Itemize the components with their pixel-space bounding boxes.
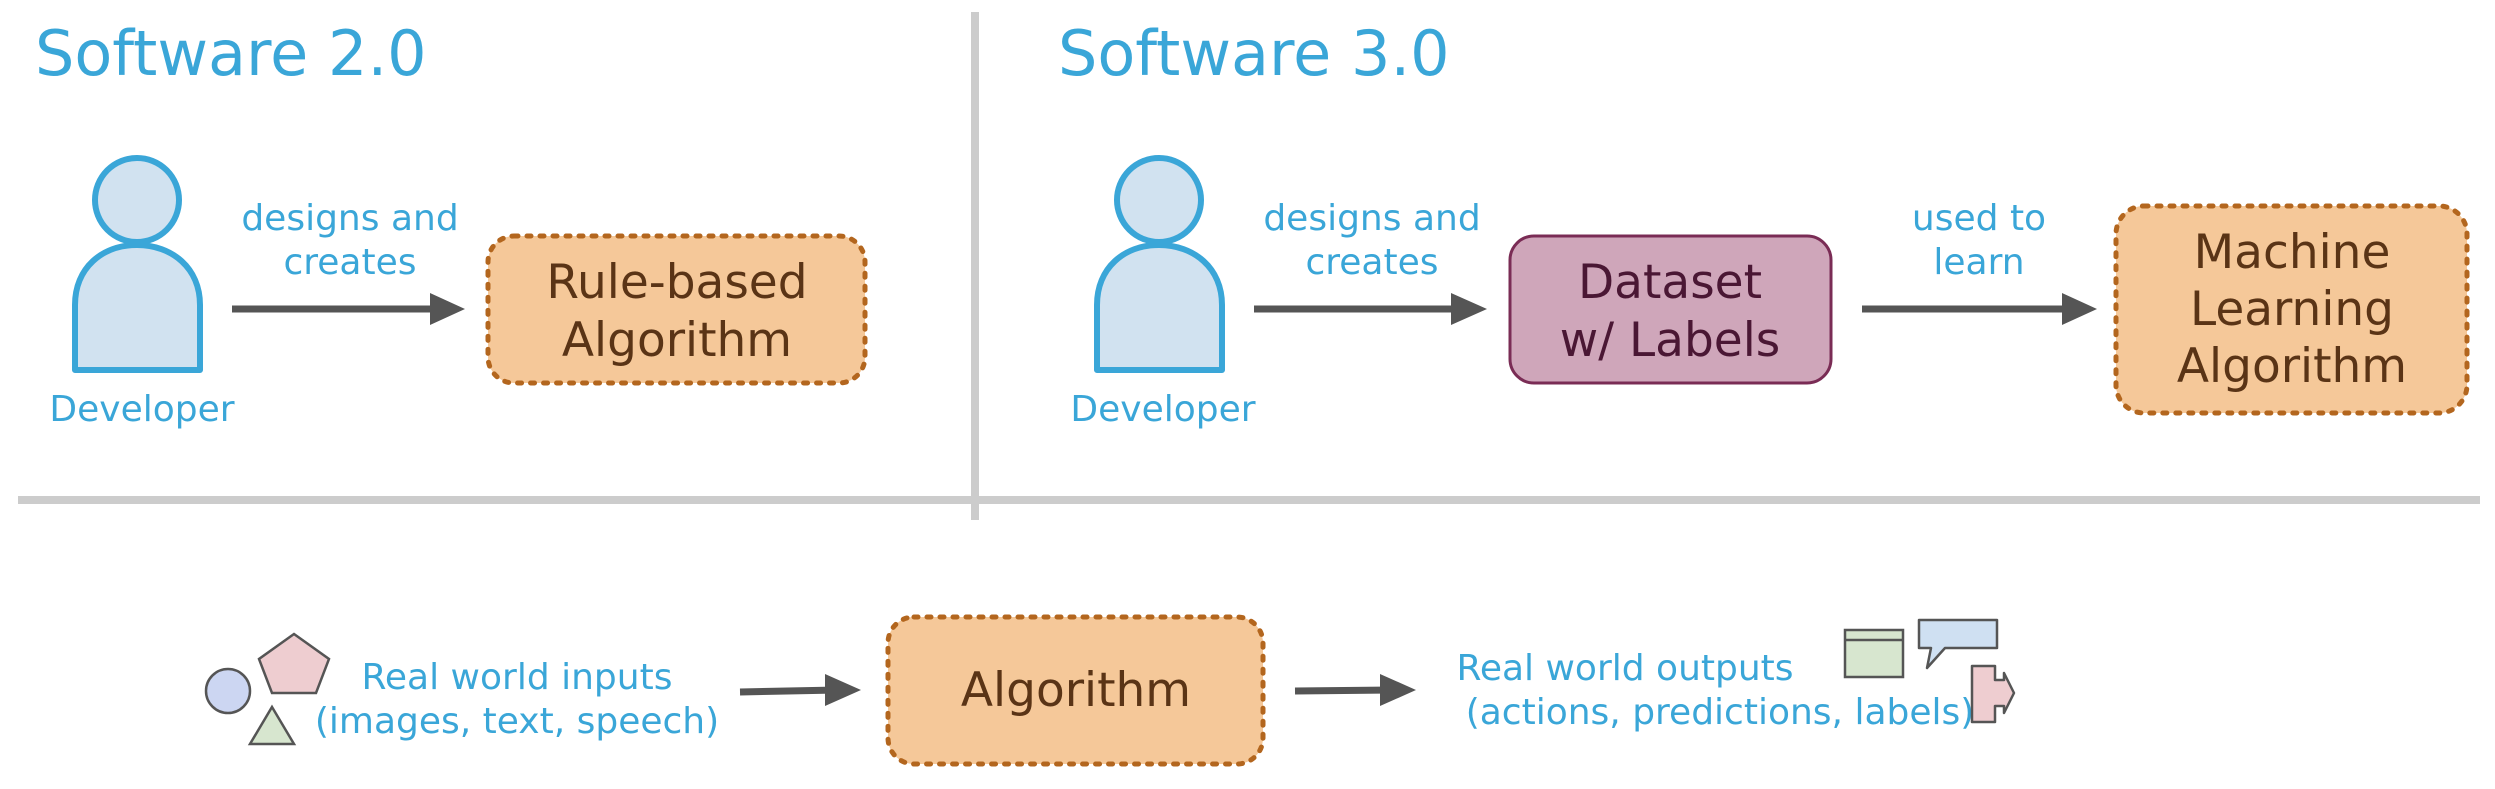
used-to-learn-line2: learn [1933,242,2024,283]
inputs-label-line1: Real world inputs [362,657,673,698]
arrow-learn-head [2062,293,2097,325]
algorithm-label: Algorithm [961,663,1191,718]
rule-based-label-line2: Algorithm [562,313,792,368]
used-to-learn-line1: used to [1912,198,2046,239]
outputs-icons [1843,618,2016,724]
dataset-box [1508,234,1833,385]
designs-label-2-line2: creates [1305,242,1438,283]
outputs-label-line2: (actions, predictions, labels) [1466,692,1975,733]
triangle-icon [247,704,297,746]
designs-label-line1: designs and [241,198,458,239]
developer-label: Developer [49,389,234,430]
arrow-designs-2-head [1451,293,1487,325]
developer-person-icon-2 [1094,155,1225,373]
speech-bubble-icon [1917,618,1999,670]
outputs-label-line1: Real world outputs [1456,648,1793,689]
ml-label-line1: Machine [2194,225,2391,280]
developer-label-2: Developer [1070,389,1255,430]
designs-label-2-line1: designs and [1263,198,1480,239]
inputs-label-line2: (images, text, speech) [315,701,719,742]
arrow-to-algorithm-head [825,674,861,706]
rule-based-label-line1: Rule-based [546,255,807,310]
arrow-to-outputs-head [1380,674,1416,706]
designs-label-line2: creates [283,242,416,283]
dataset-label-line2: w/ Labels [1560,313,1781,368]
window-icon [1843,628,1905,679]
software2-title: Software 2.0 [35,17,427,90]
ml-algorithm-box [2113,203,2470,416]
software3-title: Software 3.0 [1058,17,1450,90]
inputs-icons [204,632,331,746]
developer-person-icon [72,155,203,373]
circle-icon [204,667,252,715]
rule-based-algorithm-box [485,233,868,386]
pentagon-icon [257,632,331,695]
arrow-designs-head [430,293,465,325]
arrow-to-algorithm [739,686,839,696]
dataset-label-line1: Dataset [1578,255,1762,310]
ml-label-line3: Algorithm [2177,339,2407,394]
ml-label-line2: Learning [2190,282,2394,337]
algorithm-box [885,614,1266,767]
tag-icon [1970,664,2016,724]
arrow-to-outputs [1294,686,1394,695]
